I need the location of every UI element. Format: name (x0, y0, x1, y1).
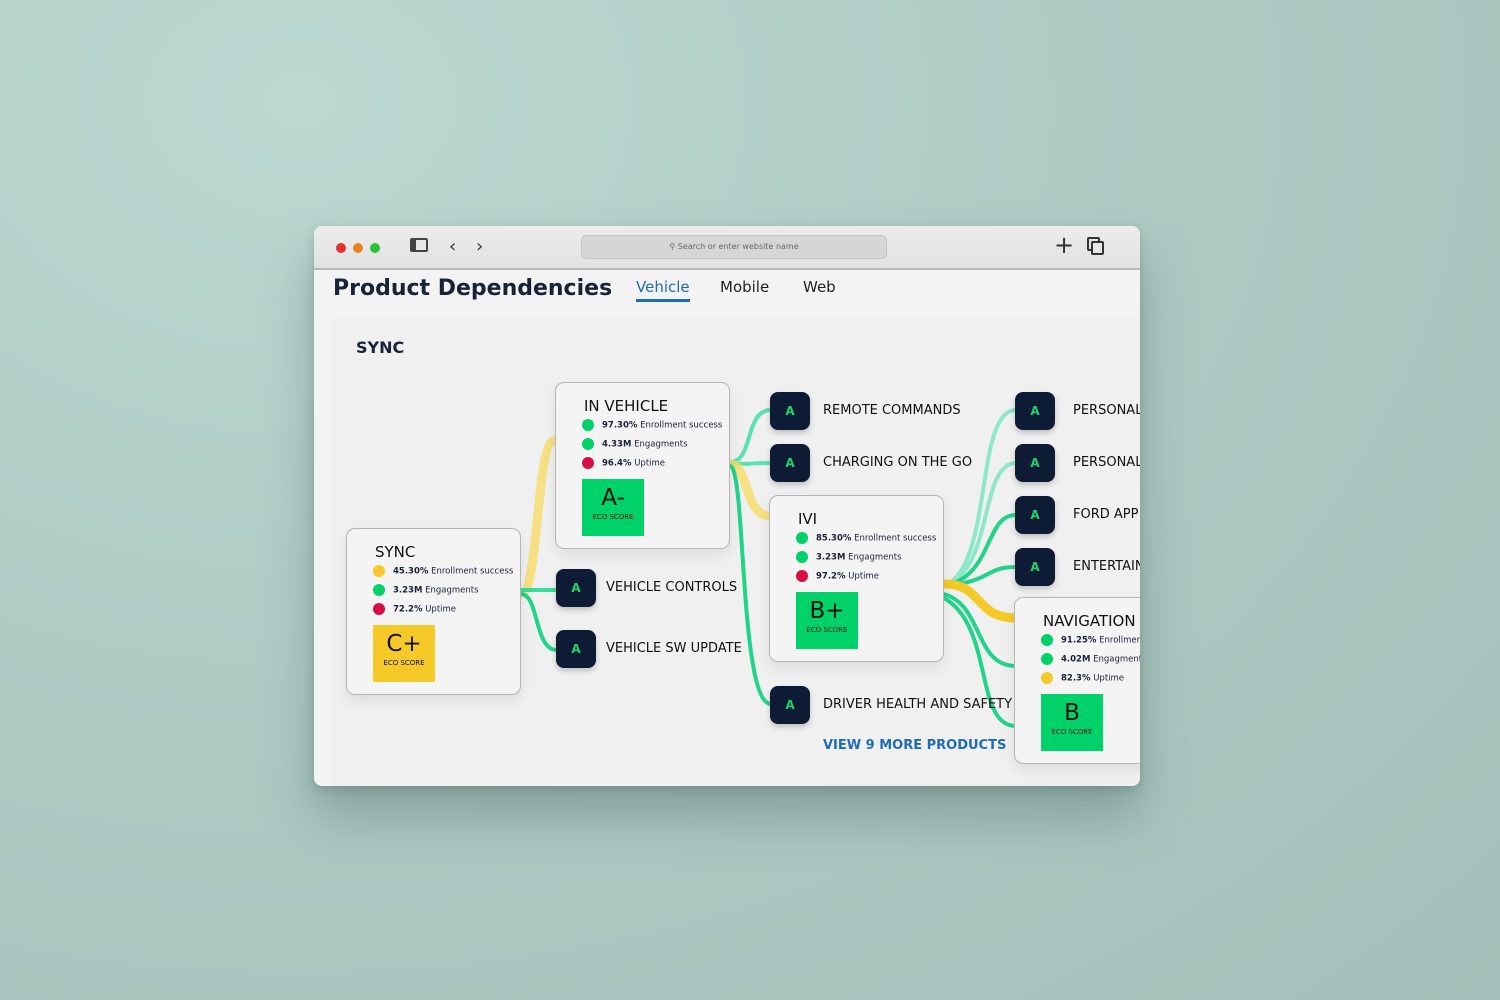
product-driver-health-and-safety[interactable]: DRIVER HEALTH AND SAFETY (823, 697, 1013, 712)
product-vehicle-sw-update[interactable]: VEHICLE SW UPDATE (606, 641, 742, 656)
status-dot-green (796, 551, 808, 563)
dependency-links (516, 408, 1021, 728)
product-vehicle-controls[interactable]: VEHICLE CONTROLS (606, 580, 738, 595)
link-inveh-driver (728, 464, 773, 706)
address-placeholder: Search or enter website name (677, 242, 799, 251)
metric-engagements: 4.33M Engagments (582, 438, 688, 450)
product-personal-2[interactable]: PERSONAL (1073, 455, 1140, 470)
card-name: NAVIGATION (1043, 612, 1136, 630)
grade-badge[interactable]: A (556, 630, 596, 668)
link-ivi-personal1 (942, 408, 1018, 588)
tab-mobile[interactable]: Mobile (720, 278, 770, 296)
card-name: SYNC (375, 543, 416, 561)
product-ford-app[interactable]: FORD APP (1073, 507, 1139, 522)
product-personal-1[interactable]: PERSONAL (1073, 403, 1140, 418)
grade-badge[interactable]: A (770, 686, 810, 724)
forward-icon[interactable]: › (476, 236, 484, 257)
metric-engagements: 3.23M Engagments (373, 584, 479, 596)
view-more-products-link[interactable]: VIEW 9 MORE PRODUCTS (823, 738, 1007, 753)
status-dot-yellow (373, 565, 385, 577)
tab-vehicle[interactable]: Vehicle (636, 278, 690, 302)
sidebar-toggle-icon[interactable] (410, 238, 428, 252)
status-dot-yellow (1041, 672, 1053, 684)
node-card-in-vehicle[interactable]: IN VEHICLE 97.30% Enrollment success 4.3… (555, 382, 730, 549)
metric-uptime: 82.3% Uptime (1041, 672, 1124, 684)
product-entertain[interactable]: ENTERTAIN (1073, 559, 1140, 574)
grade-badge[interactable]: A (770, 444, 810, 482)
eco-score-badge: C+ECO SCORE (373, 625, 435, 682)
grade-badge[interactable]: A (556, 569, 596, 607)
close-window-button[interactable] (336, 243, 346, 253)
metric-engagements: 4.02M Engagments (1041, 653, 1140, 665)
tabs-overview-icon[interactable] (1091, 241, 1104, 255)
link-ivi-fordapp (942, 513, 1018, 588)
link-sync-in-vehicle (516, 436, 559, 599)
metric-engagements: 3.23M Engagments (796, 551, 902, 563)
link-ivi-navigation (939, 579, 1021, 623)
status-dot-green (1041, 634, 1053, 646)
search-icon: ⚲ (669, 242, 678, 251)
page-title: Product Dependencies (333, 276, 613, 301)
back-icon[interactable]: ‹ (449, 236, 457, 257)
metric-uptime: 96.4% Uptime (582, 457, 665, 469)
metric-enrollment: 85.30% Enrollment success (796, 532, 936, 544)
tab-web[interactable]: Web (803, 278, 836, 296)
grade-badge[interactable]: A (770, 392, 810, 430)
maximize-window-button[interactable] (370, 243, 380, 253)
section-title: SYNC (356, 338, 405, 357)
grade-badge[interactable]: A (1015, 444, 1055, 482)
card-name: IN VEHICLE (584, 397, 669, 415)
status-dot-red (796, 570, 808, 582)
status-dot-green (796, 532, 808, 544)
browser-toolbar: ‹ › ⚲ Search or enter website name + (314, 226, 1140, 270)
status-dot-green (582, 419, 594, 431)
browser-window: ‹ › ⚲ Search or enter website name + Pro… (314, 226, 1140, 786)
product-remote-commands[interactable]: REMOTE COMMANDS (823, 403, 961, 418)
grade-badge[interactable]: A (1015, 496, 1055, 534)
metric-uptime: 97.2% Uptime (796, 570, 879, 582)
address-bar[interactable]: ⚲ Search or enter website name (581, 235, 887, 259)
grade-badge[interactable]: A (1015, 548, 1055, 586)
metric-enrollment: 91.25% Enrollment (1041, 634, 1140, 646)
node-card-ivi[interactable]: IVI 85.30% Enrollment success 3.23M Enga… (769, 495, 944, 662)
eco-score-badge: B+ECO SCORE (796, 592, 858, 649)
minimize-window-button[interactable] (353, 243, 363, 253)
link-ivi-nav-engage (942, 592, 1018, 668)
link-sync-sw-update (519, 592, 559, 652)
status-dot-red (373, 603, 385, 615)
eco-score-badge: A-ECO SCORE (582, 479, 644, 536)
link-inveh-ivi (725, 459, 775, 521)
link-ivi-personal2 (942, 461, 1018, 588)
node-card-navigation[interactable]: NAVIGATION 91.25% Enrollment 4.02M Engag… (1014, 597, 1140, 764)
metric-uptime: 72.2% Uptime (373, 603, 456, 615)
status-dot-green (582, 438, 594, 450)
link-ivi-nav-lower (942, 596, 1018, 728)
status-dot-red (582, 457, 594, 469)
link-inveh-remote (728, 408, 773, 464)
new-tab-icon[interactable]: + (1054, 231, 1075, 259)
card-name: IVI (798, 510, 818, 528)
product-charging-on-the-go[interactable]: CHARGING ON THE GO (823, 455, 973, 470)
status-dot-green (373, 584, 385, 596)
grade-badge[interactable]: A (1015, 392, 1055, 430)
metric-enrollment: 45.30% Enrollment success (373, 565, 513, 577)
status-dot-green (1041, 653, 1053, 665)
node-card-sync[interactable]: SYNC 45.30% Enrollment success 3.23M Eng… (346, 528, 521, 695)
metric-enrollment: 97.30% Enrollment success (582, 419, 722, 431)
